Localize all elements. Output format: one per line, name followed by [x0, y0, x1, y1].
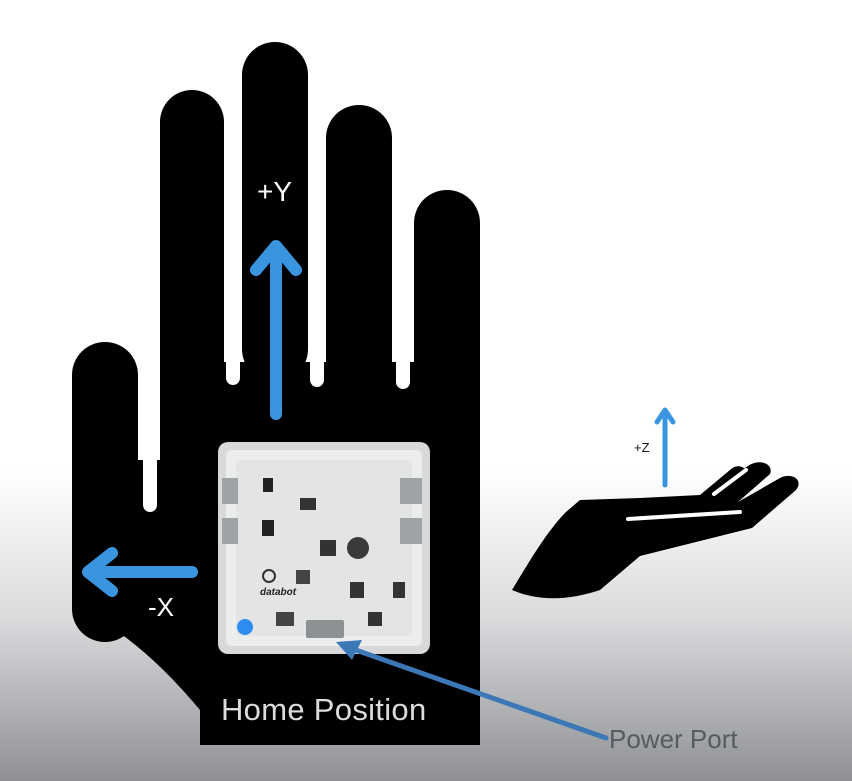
databot-board-icon [218, 442, 430, 654]
z-axis-label: +Z [634, 440, 650, 455]
y-axis-label: +Y [257, 176, 292, 208]
z-axis-arrow [657, 410, 673, 485]
flat-hand-icon [512, 462, 799, 598]
x-axis-label: -X [148, 592, 174, 623]
power-port-label: Power Port [609, 724, 738, 755]
board-logo-text: databot [260, 587, 296, 598]
home-position-label: Home Position [221, 692, 427, 728]
